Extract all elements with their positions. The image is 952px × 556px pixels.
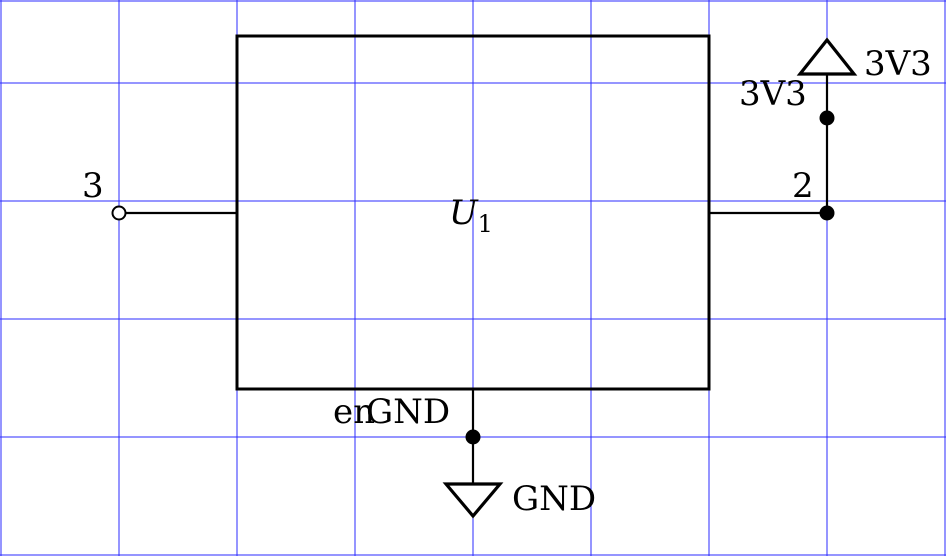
ground-net-label-bottom: GND bbox=[512, 479, 596, 519]
junction-dot-3v3[interactable] bbox=[819, 110, 835, 126]
power-net-label-near: 3V3 bbox=[739, 74, 807, 114]
ground-net-label-near: GND bbox=[366, 392, 450, 432]
open-terminal-pin-3[interactable] bbox=[111, 205, 127, 221]
junction-dot-pin-2[interactable] bbox=[819, 205, 835, 221]
junction-dot-gnd[interactable] bbox=[465, 429, 481, 445]
left-pin-number: 3 bbox=[82, 166, 104, 206]
ref-index: 1 bbox=[478, 210, 493, 238]
bottom-pin-label: en bbox=[333, 392, 375, 432]
right-pin-number: 2 bbox=[792, 166, 814, 206]
power-net-label-top: 3V3 bbox=[864, 44, 932, 84]
ground-icon[interactable] bbox=[442, 482, 504, 519]
component-ref-label: U1 bbox=[449, 193, 493, 238]
power-supply-icon[interactable] bbox=[796, 37, 858, 76]
ref-letter: U bbox=[449, 193, 479, 233]
